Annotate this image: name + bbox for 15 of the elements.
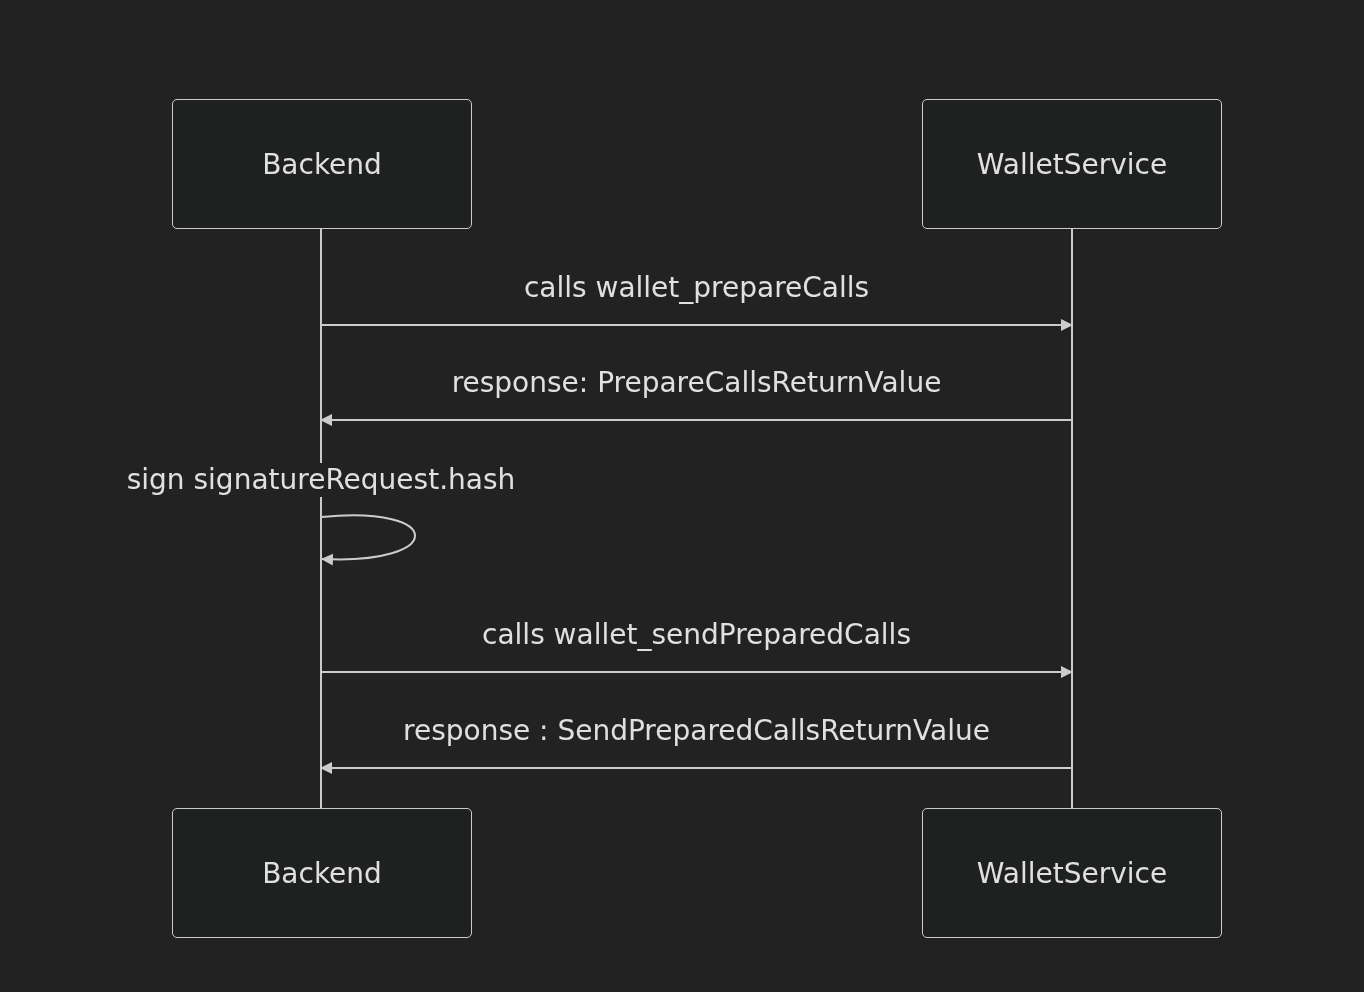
participant-name: WalletService xyxy=(976,147,1168,181)
participant-box xyxy=(172,808,472,938)
lifeline xyxy=(1071,229,1073,808)
participant-name: Backend xyxy=(262,147,382,181)
participant-name: Backend xyxy=(262,856,382,890)
message-arrow xyxy=(320,319,1073,331)
participant-box xyxy=(922,99,1222,229)
message-arrow xyxy=(320,414,1073,426)
lifeline xyxy=(320,229,322,808)
participant-box xyxy=(922,808,1222,938)
participant-name: WalletService xyxy=(976,856,1168,890)
message-arrow xyxy=(320,666,1073,678)
message-arrow xyxy=(320,762,1073,774)
self-message-arrow xyxy=(321,514,416,566)
participant-box xyxy=(172,99,472,229)
